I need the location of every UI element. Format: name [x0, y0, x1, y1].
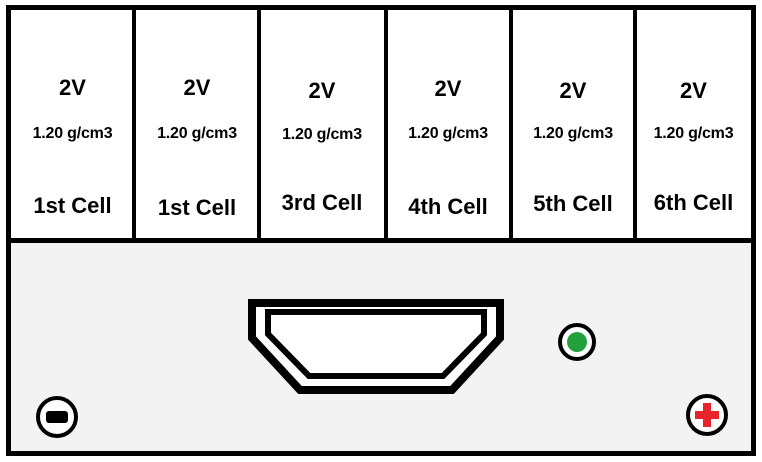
cell-3: 2V 1.20 g/cm3 3rd Cell [261, 10, 383, 238]
cell-2: 2V 1.20 g/cm3 1st Cell [136, 10, 258, 238]
cell-4: 2V 1.20 g/cm3 4th Cell [387, 10, 509, 238]
cell-divider [132, 10, 136, 238]
battery-diagram: 2V 1.20 g/cm3 1st Cell 2V 1.20 g/cm3 1st… [6, 5, 756, 456]
cell-divider [384, 10, 388, 238]
cell-5: 2V 1.20 g/cm3 5th Cell [512, 10, 634, 238]
cell-label: 1st Cell [33, 193, 112, 218]
handle-icon [248, 299, 504, 394]
cell-label: 1st Cell [157, 195, 237, 220]
plus-icon [686, 394, 728, 436]
cell-label: 6th Cell [653, 190, 734, 215]
cell-1: 2V 1.20 g/cm3 1st Cell [11, 10, 134, 238]
cell-label: 3rd Cell [281, 190, 363, 215]
cell-divider [509, 10, 513, 238]
cell-density: 1.20 g/cm3 [408, 125, 488, 142]
cell-divider [257, 10, 261, 238]
cell-density: 1.20 g/cm3 [653, 125, 734, 142]
cell-voltage: 2V [308, 78, 336, 103]
cell-voltage: 2V [183, 75, 211, 100]
battery-base [11, 243, 751, 451]
cell-density: 1.20 g/cm3 [157, 125, 237, 142]
cell-6: 2V 1.20 g/cm3 6th Cell [636, 10, 751, 238]
cell-voltage: 2V [434, 76, 462, 101]
cell-divider [633, 10, 637, 238]
cell-density: 1.20 g/cm3 [32, 125, 113, 142]
minus-icon [36, 396, 78, 438]
cell-voltage: 2V [680, 78, 707, 103]
charge-indicator-icon [558, 323, 596, 361]
cell-voltage: 2V [559, 78, 587, 103]
cell-label: 5th Cell [533, 191, 613, 216]
cell-density: 1.20 g/cm3 [533, 125, 613, 142]
cell-voltage: 2V [59, 75, 86, 100]
cell-label: 4th Cell [408, 194, 488, 219]
cell-row: 2V 1.20 g/cm3 1st Cell 2V 1.20 g/cm3 1st… [11, 10, 751, 243]
cell-density: 1.20 g/cm3 [282, 126, 362, 143]
